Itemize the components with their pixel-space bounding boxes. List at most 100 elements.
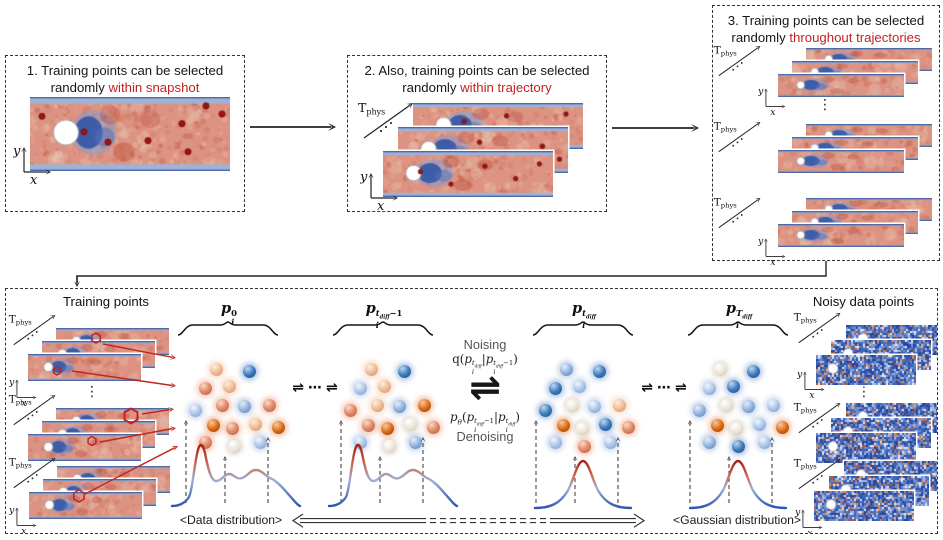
- data-point-sphere-lightblue: [604, 436, 617, 449]
- training-points-heading: Training points: [62, 294, 149, 309]
- data-point-sphere-salmon: [263, 399, 276, 412]
- reversible-dots-right: ⇌⋯⇌: [630, 380, 698, 396]
- data-point-sphere-orange: [776, 421, 789, 434]
- data-point-sphere-steel: [742, 400, 755, 413]
- noisy-ellipsis-vertical: ⋮: [857, 384, 871, 400]
- svg-text:Tphys: Tphys: [794, 457, 818, 471]
- svg-text:y: y: [797, 369, 803, 380]
- tphys-axis-arrow: Tphys: [7, 389, 60, 433]
- svg-text:x: x: [809, 390, 815, 399]
- data-point-sphere-salmon: [578, 440, 591, 453]
- data-point-sphere-salmon: [226, 422, 239, 435]
- svg-text:y: y: [795, 507, 801, 518]
- noisy-field-image: [816, 433, 916, 463]
- data-point-sphere-white: [228, 440, 241, 453]
- data-point-sphere-white: [720, 399, 733, 412]
- svg-text:y: y: [360, 170, 368, 185]
- xy-axis: y x: [757, 82, 790, 121]
- noising-label: Noising: [463, 337, 507, 352]
- data-point-sphere-peach: [613, 399, 626, 412]
- data-point-sphere-lightblue: [254, 436, 267, 449]
- svg-text:Tphys: Tphys: [714, 44, 738, 58]
- tphys-axis-arrow: Tphys: [712, 192, 765, 236]
- data-point-sphere-salmon: [362, 419, 375, 432]
- svg-text:Tphys: Tphys: [714, 120, 738, 134]
- reversible-arrow-large-icon: ⇌: [469, 365, 501, 409]
- data-point-sphere-blue: [539, 404, 552, 417]
- denoising-label: Denoising: [456, 429, 514, 444]
- cdots-icon: ⋯: [308, 380, 322, 396]
- data-point-sphere-orange: [557, 419, 570, 432]
- xy-axis: y x: [8, 501, 41, 533]
- svg-text:y: y: [9, 377, 15, 388]
- reversible-dots-left: ⇌⋯⇌: [281, 380, 349, 396]
- data-point-sphere-orange: [711, 419, 724, 432]
- tphys-axis-arrow: Tphys: [792, 397, 845, 441]
- step2-title-line2: randomly: [402, 80, 457, 96]
- step1-title: 1. Training points can be selected rando…: [6, 62, 244, 97]
- data-point-sphere-steel: [409, 436, 422, 449]
- data-point-sphere-blue: [243, 365, 256, 378]
- tphys-axis-arrow: Tphys: [792, 453, 845, 497]
- sphere-cluster-1: [181, 347, 293, 457]
- data-point-sphere-steel: [393, 400, 406, 413]
- gaussian-distribution-label: <Gaussian distribution>: [672, 513, 802, 527]
- data-point-sphere-peach: [210, 363, 223, 376]
- svg-text:y: y: [758, 86, 764, 97]
- noisy-data-points-heading: Noisy data points: [812, 294, 915, 309]
- step1-title-line1: 1. Training points can be selected: [26, 63, 224, 78]
- tphys-axis-arrow: Tphys: [712, 40, 765, 84]
- training-ellipsis-vertical: ⋮: [85, 384, 99, 400]
- data-point-sphere-white: [383, 440, 396, 453]
- flow-trajectory-image: [778, 150, 904, 173]
- tphys-axis-arrow: Tphys: [792, 307, 845, 351]
- svg-text:x: x: [30, 173, 38, 185]
- data-point-sphere-salmon: [427, 421, 440, 434]
- step3-title-line1: 3. Training points can be selected: [727, 13, 925, 28]
- data-point-sphere-peach: [371, 399, 384, 412]
- tphys-axis-arrow: Tphys: [356, 96, 418, 147]
- step2-title: 2. Also, training points can be selected…: [348, 62, 606, 97]
- data-point-sphere-blue: [398, 365, 411, 378]
- data-point-sphere-white: [714, 363, 727, 376]
- flow-trajectory-image: [29, 492, 142, 519]
- step3-title-line2: randomly: [731, 30, 786, 46]
- data-point-sphere-orange: [272, 421, 285, 434]
- sphere-cluster-3: [531, 347, 643, 457]
- svg-text:x: x: [807, 528, 813, 534]
- step1-title-line2: randomly: [50, 80, 105, 96]
- noisy-field-image: [814, 491, 914, 521]
- tphys-axis-arrow: Tphys: [712, 116, 765, 160]
- cdots-icon: ⋯: [657, 380, 671, 396]
- data-point-sphere-steel: [703, 436, 716, 449]
- svg-text:x: x: [377, 199, 385, 211]
- data-point-sphere-steel: [560, 363, 573, 376]
- data-point-sphere-salmon: [216, 399, 229, 412]
- svg-text:y: y: [9, 505, 15, 516]
- svg-text:y: y: [13, 144, 21, 159]
- svg-text:Tphys: Tphys: [9, 313, 33, 327]
- data-point-sphere-blue: [593, 365, 606, 378]
- xy-axis: y x: [359, 164, 404, 216]
- svg-text:y: y: [758, 236, 764, 247]
- flow-trajectory-image: [778, 224, 904, 247]
- data-point-sphere-lightblue: [354, 436, 367, 449]
- reversible-arrow-icon: ⇌: [641, 380, 653, 396]
- reversible-arrow-icon: ⇌: [292, 380, 304, 396]
- data-point-sphere-salmon: [344, 404, 357, 417]
- data-point-sphere-white: [576, 422, 589, 435]
- data-point-sphere-lightblue: [189, 404, 202, 417]
- step3-title-highlight: throughout trajectories: [789, 30, 921, 46]
- flow-trajectory-image: [383, 151, 553, 197]
- data-point-sphere-lightblue: [753, 418, 766, 431]
- data-point-sphere-lightblue: [758, 436, 771, 449]
- data-point-sphere-salmon: [199, 382, 212, 395]
- data-point-sphere-lightblue: [573, 380, 586, 393]
- data-point-sphere-peach: [223, 380, 236, 393]
- step2-to-step3-arrow: [612, 124, 699, 132]
- data-point-sphere-lightblue: [354, 382, 367, 395]
